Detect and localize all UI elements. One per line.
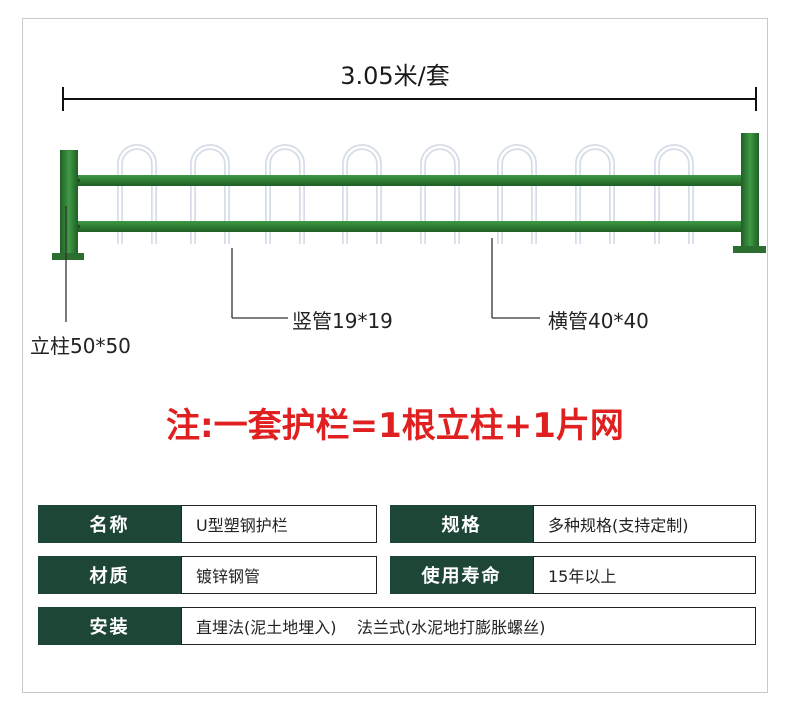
left-post-base — [52, 253, 84, 260]
material-value: 镀锌钢管 — [181, 556, 377, 594]
life-label: 使用寿命 — [390, 556, 533, 594]
spec-row-2: 材质 镀锌钢管 使用寿命 15年以上 — [38, 556, 756, 594]
dimension-tick-left — [62, 87, 64, 111]
spec-label: 规格 — [390, 505, 533, 543]
right-post-base — [733, 246, 766, 253]
length-label: 3.05米/套 — [340, 62, 450, 90]
callout-lines — [65, 206, 540, 322]
life-value: 15年以上 — [533, 556, 756, 594]
spec-row-3: 安装 直埋法(泥土地埋入) 法兰式(水泥地打膨胀螺丝) — [38, 607, 756, 645]
install-value: 直埋法(泥土地埋入) 法兰式(水泥地打膨胀螺丝) — [181, 607, 756, 645]
image-frame — [22, 18, 768, 693]
name-value: U型塑钢护栏 — [181, 505, 377, 543]
top-rail — [70, 175, 750, 186]
material-label: 材质 — [38, 556, 181, 594]
dimension-line — [62, 98, 757, 100]
horizontal-tube-callout: 横管40*40 — [548, 309, 649, 333]
dimension-tick-right — [755, 87, 757, 111]
bottom-rail — [70, 221, 750, 232]
right-post — [741, 133, 759, 250]
fence-illustration — [52, 133, 766, 322]
package-note: 注:一套护栏=1根立柱+1片网 — [166, 406, 624, 446]
name-label: 名称 — [38, 505, 181, 543]
u-pickets-highlight — [118, 145, 693, 244]
spec-row-1: 名称 U型塑钢护栏 规格 多种规格(支持定制) — [38, 505, 756, 543]
post-callout: 立柱50*50 — [30, 334, 131, 358]
install-label: 安装 — [38, 607, 181, 645]
spec-value: 多种规格(支持定制) — [533, 505, 756, 543]
vertical-tube-callout: 竖管19*19 — [292, 309, 393, 333]
left-post — [60, 150, 78, 255]
